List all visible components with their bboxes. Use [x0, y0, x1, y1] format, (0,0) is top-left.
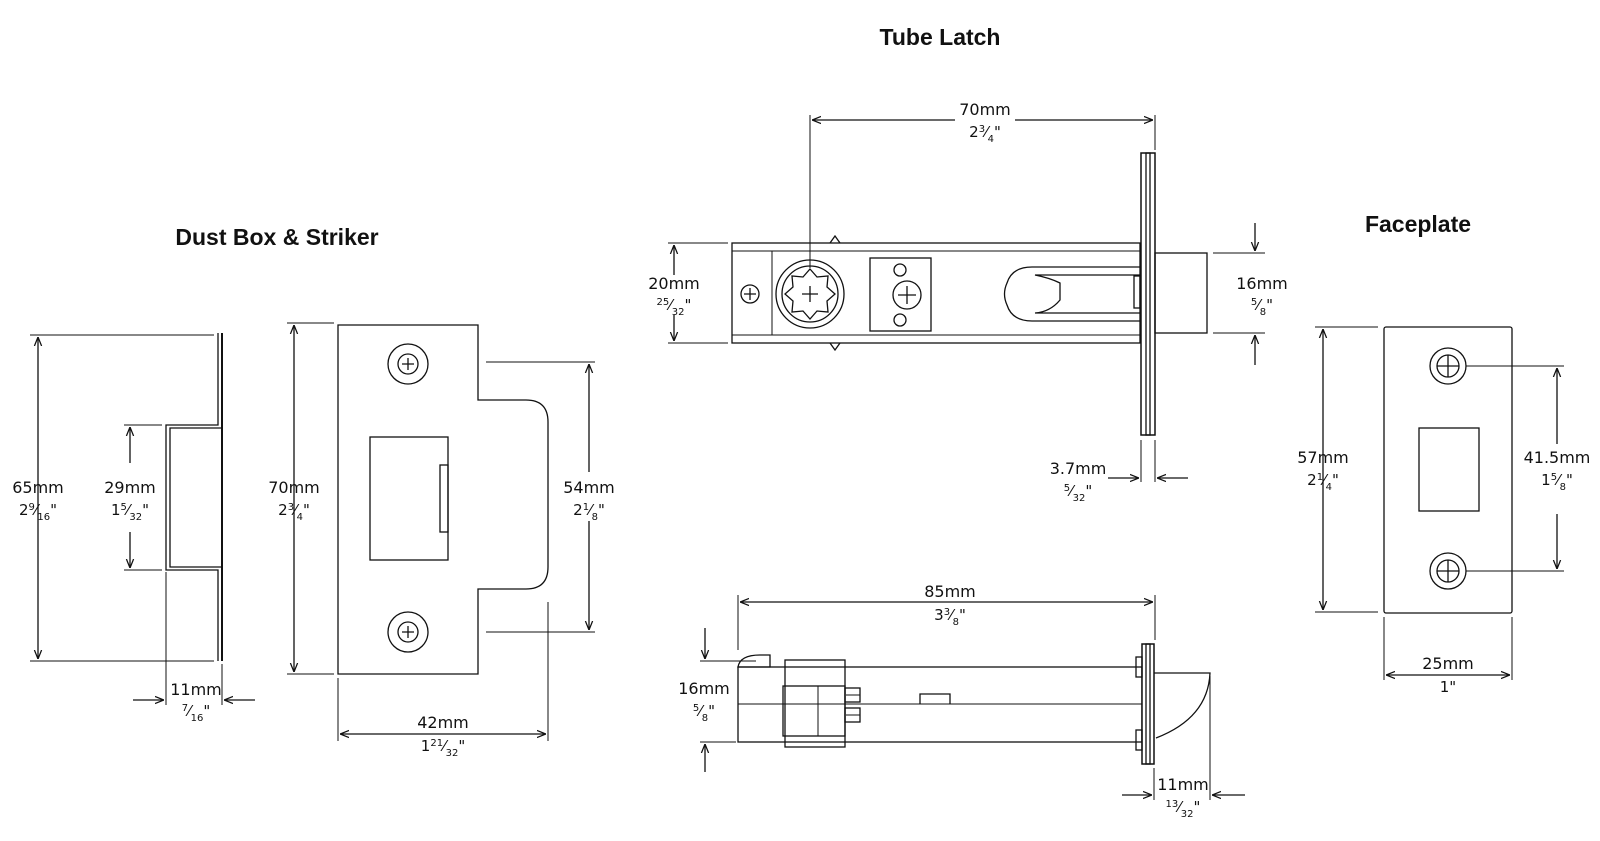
dim-latch-backset-mm: 70mm: [959, 100, 1011, 119]
screw-icon: [892, 280, 922, 310]
dim-striker-width-in: 121⁄32": [421, 737, 465, 759]
screw-icon: [1429, 552, 1467, 590]
dim-dust-box-depth-mm: 11mm: [170, 680, 222, 699]
faceplate-dimensions: [1315, 326, 1564, 680]
screw-icon: [387, 343, 429, 385]
svg-text:21⁄4": 21⁄4": [1307, 471, 1339, 493]
dim-latch-projection-mm: 11mm: [1157, 775, 1209, 794]
dim-faceplate-centres-in: 15⁄8": [1541, 471, 1573, 493]
dim-latch-bolt-in: 5⁄8": [1251, 296, 1273, 318]
svg-text:21⁄8": 21⁄8": [573, 501, 605, 523]
dim-latch-plate-in: 5⁄32": [1064, 482, 1093, 504]
striker-dimensions: [287, 322, 595, 741]
dim-dust-box-opening-mm: 29mm: [104, 478, 156, 497]
title-faceplate: Faceplate: [1365, 211, 1471, 237]
screw-icon: [740, 284, 760, 304]
svg-text:13⁄32": 13⁄32": [1166, 798, 1201, 820]
dim-faceplate-height-mm: 57mm: [1297, 448, 1349, 467]
dim-latch-bolt-mm: 16mm: [1236, 274, 1288, 293]
screw-icon: [387, 611, 429, 653]
dim-striker-lip-in: 21⁄8": [573, 501, 605, 523]
dim-latch-plate-mm: 3.7mm: [1050, 459, 1107, 478]
dim-faceplate-width-in: 1": [1440, 678, 1456, 696]
svg-text:15⁄8": 15⁄8": [1541, 471, 1573, 493]
dim-latch-tube-mm: 20mm: [648, 274, 700, 293]
striker-plate: [337, 324, 549, 675]
faceplate: [1383, 326, 1513, 614]
svg-text:5⁄32": 5⁄32": [1064, 482, 1093, 504]
title-tube-latch: Tube Latch: [880, 24, 1001, 50]
dim-dust-box-depth-in: 7⁄16": [182, 702, 211, 724]
svg-text:7⁄16": 7⁄16": [182, 702, 211, 724]
screw-icon: [1429, 347, 1467, 385]
dim-latch-side-in: 5⁄8": [693, 702, 715, 724]
dim-latch-length-mm: 85mm: [924, 582, 976, 601]
dim-striker-height-mm: 70mm: [268, 478, 320, 497]
dim-striker-lip-mm: 54mm: [563, 478, 615, 497]
dim-dust-box-height-in: 29⁄16": [19, 501, 57, 523]
tube-latch-side-dimensions: [700, 595, 1245, 800]
svg-text:121⁄32": 121⁄32": [421, 737, 465, 759]
dust-box-dimensions: [30, 334, 255, 705]
title-dust-box-striker: Dust Box & Striker: [175, 224, 378, 250]
tube-latch-top-view: [731, 152, 1208, 436]
svg-text:23⁄4": 23⁄4": [278, 501, 310, 523]
dim-latch-tube-in: 25⁄32": [657, 296, 692, 318]
svg-text:25⁄32": 25⁄32": [657, 296, 692, 318]
tube-latch-side-view: [737, 643, 1211, 765]
dim-faceplate-width-mm: 25mm: [1422, 654, 1474, 673]
follower-hub: [775, 259, 845, 329]
svg-text:15⁄32": 15⁄32": [111, 501, 149, 523]
dim-latch-backset-in: 23⁄4": [969, 123, 1001, 145]
dim-dust-box-height-mm: 65mm: [12, 478, 64, 497]
dim-latch-projection-in: 13⁄32": [1166, 798, 1201, 820]
svg-text:33⁄8": 33⁄8": [934, 606, 966, 628]
dim-striker-width-mm: 42mm: [417, 713, 469, 732]
svg-text:5⁄8": 5⁄8": [693, 702, 715, 724]
dim-faceplate-centres-mm: 41.5mm: [1524, 448, 1591, 467]
dim-latch-side-mm: 16mm: [678, 679, 730, 698]
svg-text:23⁄4": 23⁄4": [969, 123, 1001, 145]
svg-text:5⁄8": 5⁄8": [1251, 296, 1273, 318]
tube-latch-top-dimensions: [668, 115, 1265, 482]
dust-box-profile: [165, 333, 223, 661]
dim-faceplate-height-in: 21⁄4": [1307, 471, 1339, 493]
dim-latch-length-in: 33⁄8": [934, 606, 966, 628]
dim-striker-height-in: 23⁄4": [278, 501, 310, 523]
dim-dust-box-opening-in: 15⁄32": [111, 501, 149, 523]
svg-text:29⁄16": 29⁄16": [19, 501, 57, 523]
